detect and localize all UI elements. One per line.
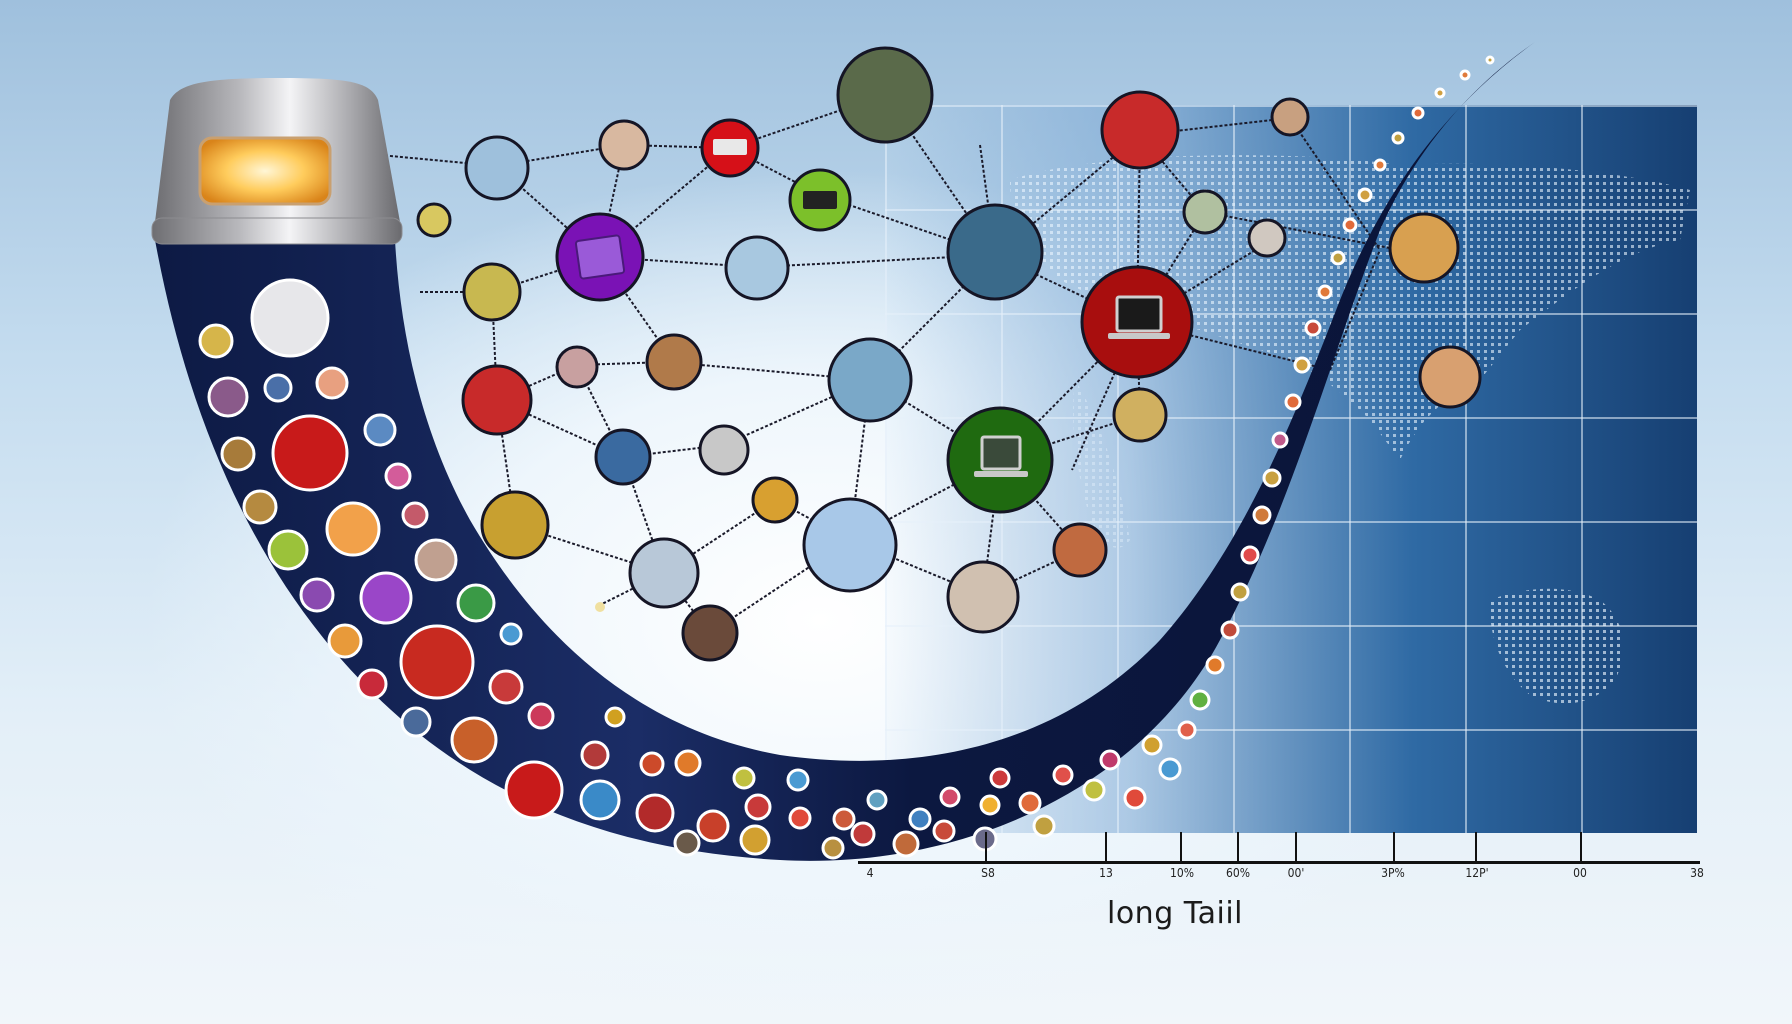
node — [1182, 189, 1228, 235]
node — [1270, 97, 1310, 137]
x-axis-line — [858, 861, 1700, 864]
node — [480, 490, 550, 560]
node — [555, 345, 599, 389]
axis-tick — [985, 832, 987, 862]
node — [645, 333, 703, 391]
node — [836, 46, 934, 144]
diagram-title: long Taiil — [1106, 896, 1244, 931]
node — [628, 537, 700, 609]
axis-tick-label: 4 — [866, 866, 874, 880]
node — [681, 604, 739, 662]
axis-tick-label: 10% — [1170, 866, 1194, 880]
node — [1247, 218, 1287, 258]
node — [1100, 90, 1180, 170]
laptop-icon — [1108, 295, 1170, 339]
lamp-cap — [151, 78, 403, 245]
purple-box-icon — [574, 234, 626, 280]
node — [1388, 212, 1460, 284]
node — [598, 119, 650, 171]
node — [1418, 345, 1482, 409]
node — [698, 424, 750, 476]
lamp-light-icon — [198, 136, 332, 206]
node — [464, 135, 530, 201]
node — [724, 235, 790, 301]
red-node-box-icon — [713, 139, 747, 155]
axis-tick-label: 38 — [1690, 866, 1704, 880]
tail-body — [155, 42, 1535, 861]
axis-tick-label: 00 — [1573, 866, 1587, 880]
node — [461, 364, 533, 436]
axis-tick — [1475, 832, 1477, 862]
node — [827, 337, 913, 423]
laptop-icon — [974, 435, 1028, 477]
axis-tick — [1105, 832, 1107, 862]
node — [462, 262, 522, 322]
axis-tick-label: 12P' — [1465, 866, 1489, 880]
node — [416, 202, 452, 238]
node — [946, 203, 1044, 301]
node — [751, 476, 799, 524]
node — [802, 497, 898, 593]
node — [946, 560, 1020, 634]
axis-tick — [1237, 832, 1239, 862]
axis-tick — [1180, 832, 1182, 862]
axis-tick — [1393, 832, 1395, 862]
node — [1112, 387, 1168, 443]
axis-tick-label: 13 — [1099, 866, 1113, 880]
axis-tick-label: 3P% — [1381, 866, 1405, 880]
node — [594, 428, 652, 486]
small-yellow-dot — [595, 602, 605, 612]
node — [1052, 522, 1108, 578]
green-node-box-icon — [803, 191, 837, 209]
axis-tick-label: 60% — [1226, 866, 1250, 880]
axis-tick-label: 00' — [1287, 866, 1305, 880]
axis-tick-label: S8 — [981, 866, 995, 880]
axis-tick — [1580, 832, 1582, 862]
axis-tick — [1295, 832, 1297, 862]
